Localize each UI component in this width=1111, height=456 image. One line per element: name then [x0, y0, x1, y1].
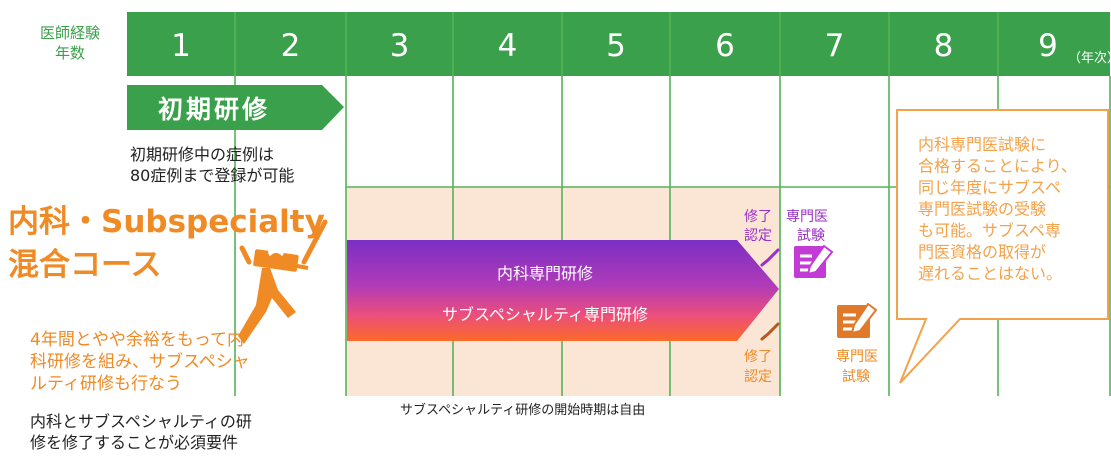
check-mark-icon [760, 322, 780, 341]
exam-top-line2: 試験 [797, 228, 825, 244]
year-header-row [127, 12, 1110, 76]
year-header-cell [562, 12, 670, 76]
callout-line: 門医資格の取得が [918, 243, 1046, 262]
year-header-cell [780, 12, 889, 76]
check-mark-icon [760, 248, 780, 267]
exam-bottom-line1: 専門医 [836, 349, 878, 365]
subspecialty-training-label: サブスペシャルティ専門研修 [442, 305, 648, 324]
year-label: 3 [390, 28, 410, 64]
callout-line: 遅れることはない。 [918, 264, 1062, 283]
callout-line: も可能。サブスペ専 [918, 221, 1061, 240]
edit-document-icon [794, 244, 834, 278]
exam-bottom-line2: 試験 [842, 369, 870, 385]
year-header-cell [889, 12, 998, 76]
start-time-note: サブスペシャルティ研修の開始時期は自由 [400, 402, 645, 418]
requirement-line2: 修を修了することが必須要件 [30, 433, 238, 452]
initial-training-title: 初期研修 [158, 95, 270, 124]
course-description-line2: 科研修を組み、サブスペシャ [30, 351, 250, 372]
year-label: 9 [1038, 28, 1058, 64]
initial-note-line2: 80症例まで登録が可能 [130, 166, 294, 185]
course-title-line1: 内科・Subspecialty [8, 204, 325, 240]
course-title-line2: 混合コース [8, 247, 161, 283]
completion-top-line2: 認定 [744, 228, 772, 244]
callout-line: 内科専門医試験に [918, 135, 1046, 154]
course-description-line1: 4年間とやや余裕をもって内 [30, 330, 244, 350]
year-label: 4 [498, 28, 518, 64]
completion-top-line1: 修了 [744, 209, 772, 225]
year-label: 8 [934, 28, 954, 64]
running-person-icon [238, 219, 328, 344]
specialty-training-arrow: 内科専門研修 サブスペシャルティ専門研修 [347, 240, 779, 341]
internal-medicine-training-label: 内科専門研修 [497, 264, 593, 283]
callout-line: 合格することにより、 [918, 157, 1077, 176]
year-label: 6 [715, 28, 735, 64]
exam-top-line1: 専門医 [786, 209, 828, 225]
completion-bottom-line1: 修了 [744, 349, 772, 365]
year-label: 1 [171, 28, 191, 64]
year-header-cell [346, 12, 453, 76]
year-header-cell [127, 12, 235, 76]
year-header-cell [235, 12, 346, 76]
initial-note-line1: 初期研修中の症例は [130, 145, 274, 164]
callout-line: 専門医試験の受験 [918, 200, 1046, 219]
year-label: 5 [606, 28, 626, 64]
edit-document-icon [837, 302, 878, 338]
axis-label: 医師経験 [40, 24, 100, 42]
year-labels: 1 2 3 4 5 6 7 8 9 [171, 28, 1058, 64]
course-description-line3: ルティ研修も行なう [30, 374, 182, 394]
year-suffix: （年次） [1068, 50, 1111, 66]
completion-bottom-line2: 認定 [744, 369, 772, 385]
requirement-line1: 内科とサブスペシャルティの研 [30, 412, 252, 431]
year-label: 7 [825, 28, 845, 64]
year-header-cell [453, 12, 562, 76]
year-label: 2 [281, 28, 301, 64]
axis-label-line2: 年数 [55, 44, 85, 62]
exam-callout-bubble: 内科専門医試験に合格することにより、同じ年度にサブスペ専門医試験の受験も可能。サ… [896, 109, 1109, 384]
year-header-cell [670, 12, 780, 76]
initial-training-arrow: 初期研修 [127, 85, 344, 130]
callout-line: 同じ年度にサブスペ [918, 178, 1061, 197]
year-header-cell [998, 12, 1110, 76]
